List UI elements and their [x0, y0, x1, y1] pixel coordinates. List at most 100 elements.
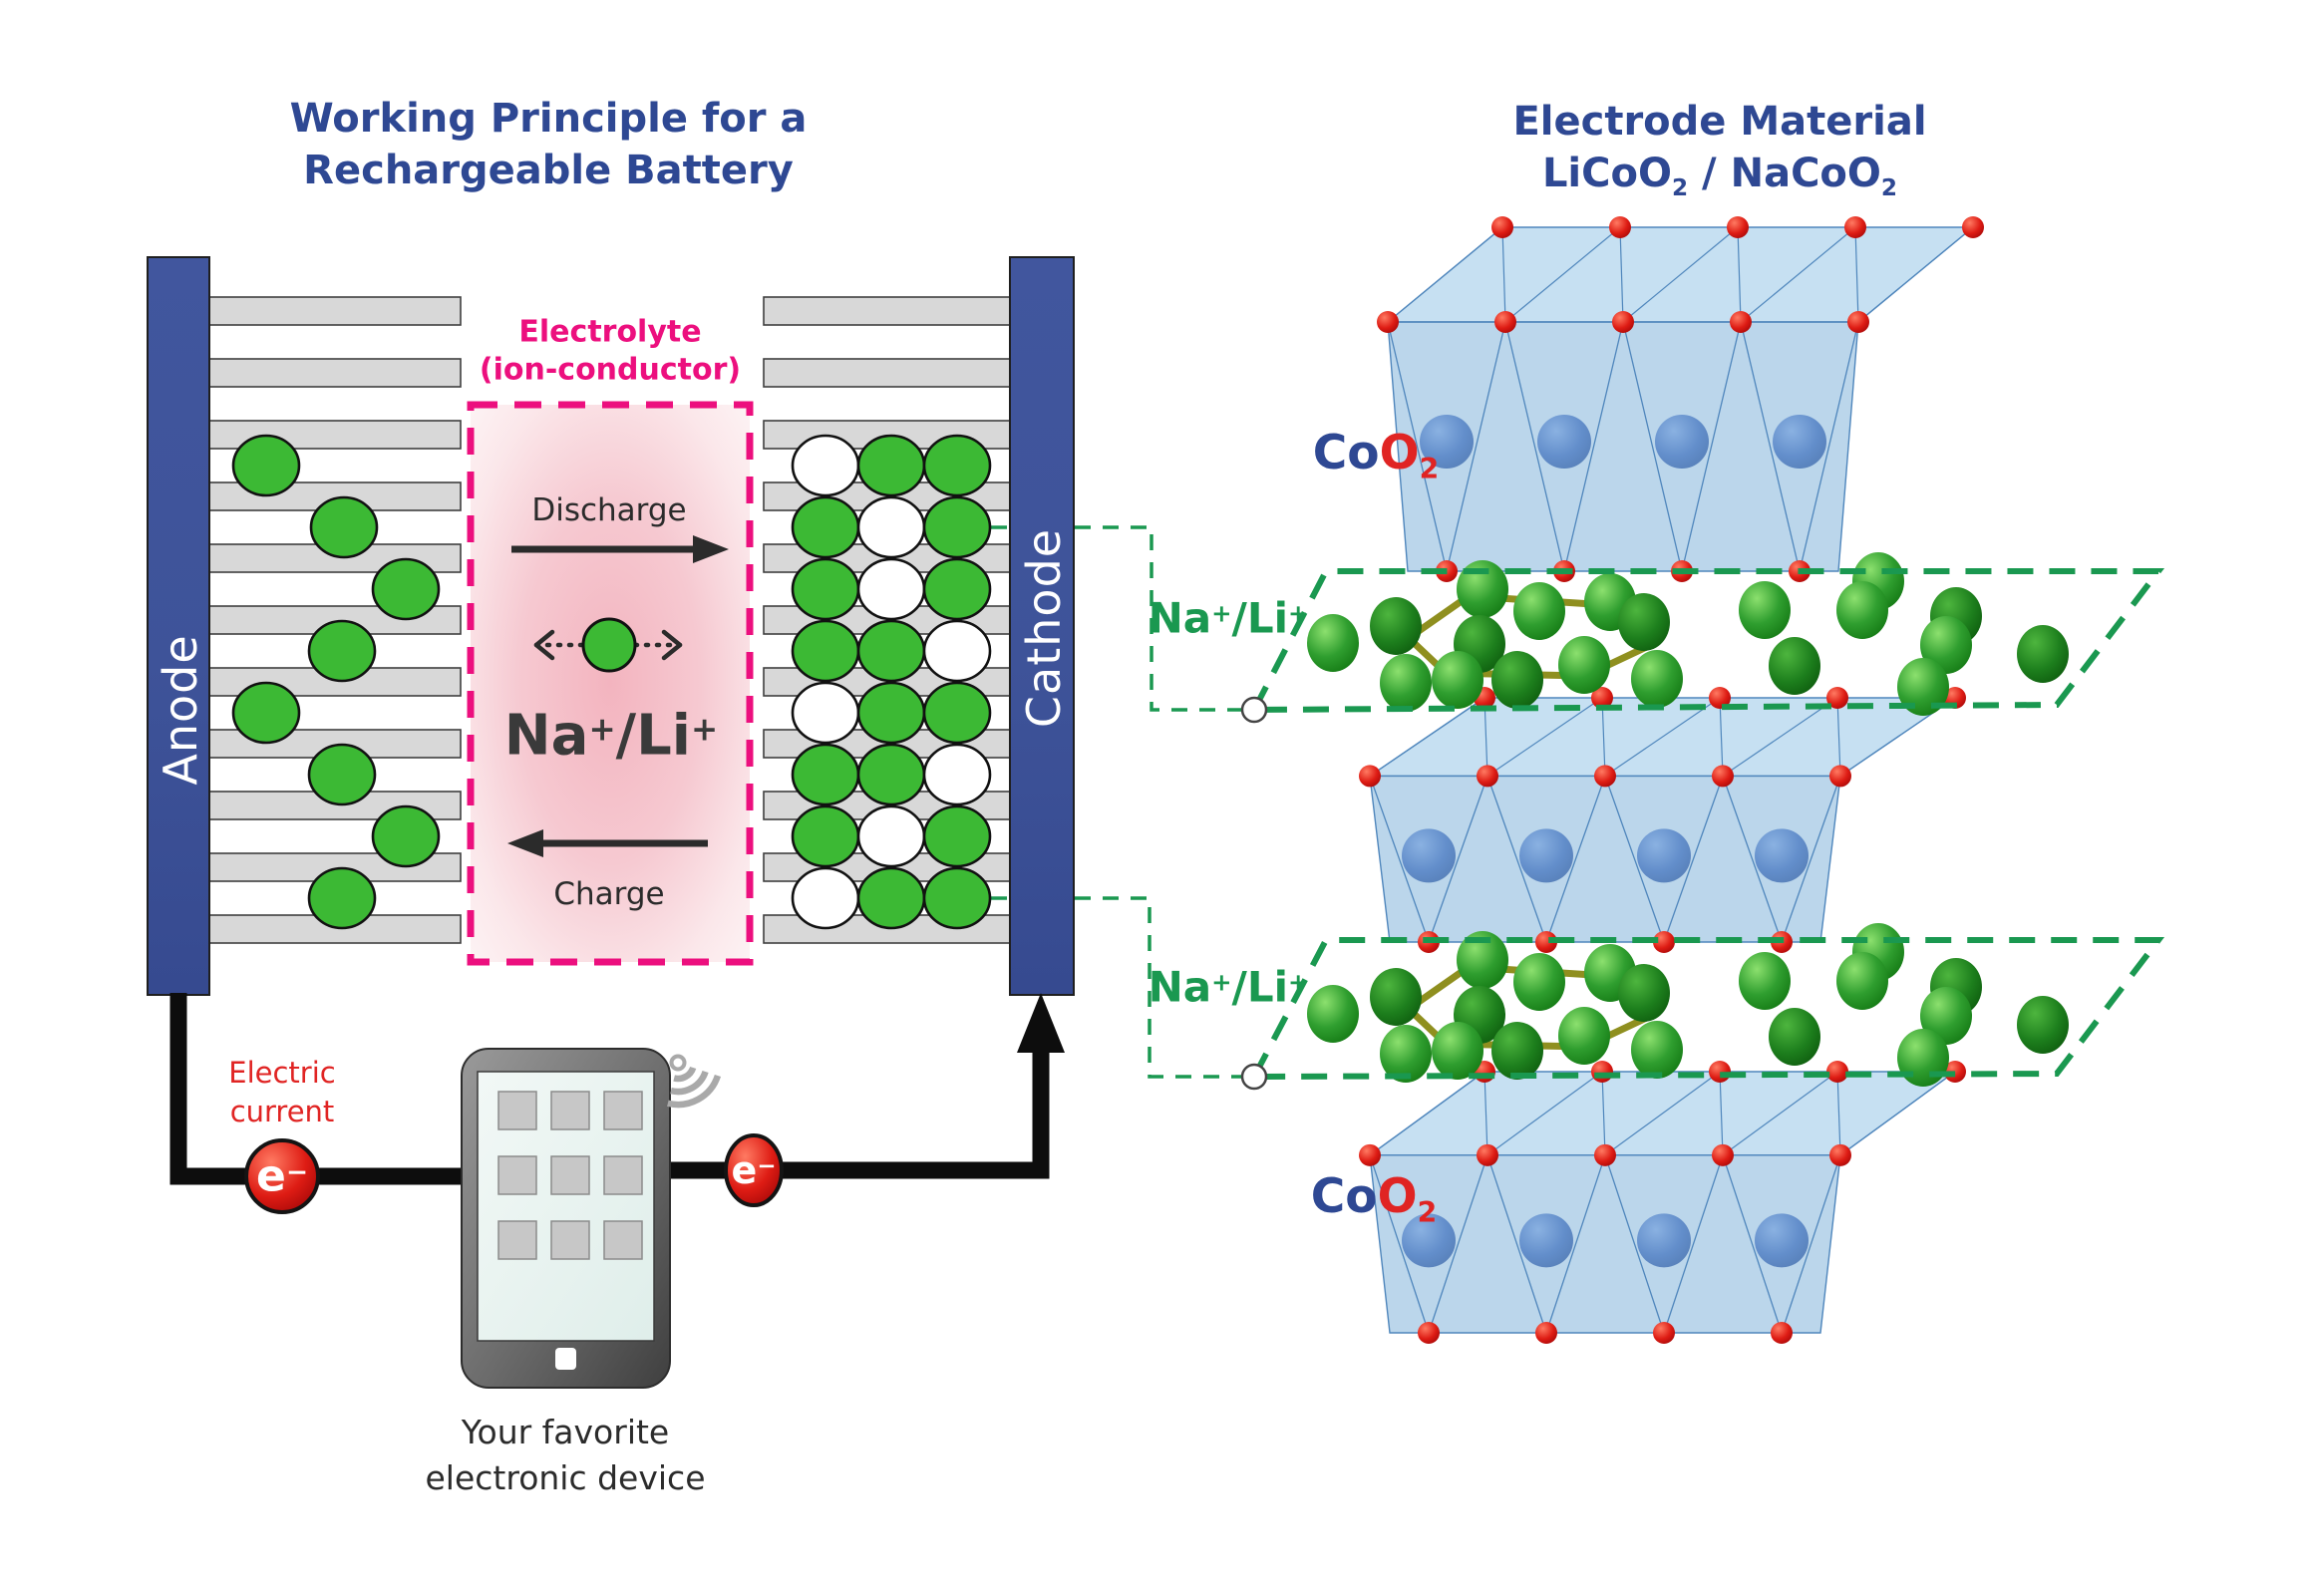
- anode-ion: [371, 557, 441, 621]
- mobile-ion: [581, 617, 637, 673]
- coo2-o: O: [1377, 1169, 1418, 1224]
- anode-ion: [371, 804, 441, 868]
- right-title-formula: LiCoO2 / NaCoO2: [1512, 148, 1926, 203]
- oxygen-atom: [1609, 216, 1631, 238]
- anode-ion: [307, 866, 377, 930]
- connector-node: [1240, 696, 1268, 724]
- oxygen-atom: [1535, 1322, 1557, 1344]
- oxygen-atom: [1653, 931, 1675, 953]
- octahedron-edge: [1839, 1071, 1956, 1156]
- discharge-arrowhead: [693, 535, 729, 563]
- octahedron-edge: [1854, 226, 1859, 323]
- oxygen-atom: [1730, 311, 1752, 333]
- na-li-ion-sphere: [1513, 582, 1565, 640]
- cathode-ion-filled: [856, 619, 926, 683]
- na-li-ion-sphere: [1897, 1029, 1949, 1087]
- cathode-ion-filled: [791, 557, 860, 621]
- na-li-ion-sphere: [1380, 654, 1432, 712]
- nali-na: Na: [1148, 593, 1212, 643]
- octahedron-edge: [1681, 321, 1742, 572]
- oxygen-atom: [1771, 1322, 1793, 1344]
- coo2-sub: 2: [1417, 1196, 1438, 1229]
- na-li-ion-sphere: [1920, 616, 1972, 674]
- oxygen-atom: [1712, 765, 1734, 788]
- oxygen-atom: [1418, 1322, 1440, 1344]
- app-icon: [497, 1091, 537, 1130]
- nali-slash: /: [1231, 593, 1247, 643]
- cathode-ion-filled: [922, 557, 992, 621]
- wifi-arc: [673, 1066, 697, 1083]
- cathode-ion-filled: [922, 434, 992, 497]
- octahedron-edge: [1719, 1071, 1724, 1155]
- layer-outline-dashed: [1249, 937, 2165, 1081]
- oxygen-atom: [1377, 311, 1399, 333]
- na-li-ion-sphere: [1739, 581, 1791, 639]
- anode-host-bar: [208, 358, 462, 388]
- octahedron-edge: [1722, 1154, 1783, 1334]
- na-li-ion-sphere: [1513, 953, 1565, 1011]
- formula-sub2: 2: [1880, 173, 1898, 201]
- na-li-ion-sphere: [1491, 1022, 1543, 1080]
- na-li-ion-sphere: [1769, 637, 1820, 695]
- octahedron-edge: [1781, 1154, 1841, 1334]
- octahedron-edge: [1737, 226, 1742, 323]
- nali-slash: /: [1231, 962, 1247, 1012]
- device-caption-line1: Your favorite: [461, 1412, 670, 1451]
- cathode-ion-vacancy: [856, 804, 926, 868]
- octahedron-edge: [1428, 776, 1488, 943]
- slab-front-face: [1369, 1154, 1841, 1334]
- cathode-ion-filled: [791, 619, 860, 683]
- ion-na-plus: +: [588, 710, 616, 749]
- octahedron-edge: [1545, 1154, 1606, 1334]
- oxygen-atom: [1829, 1143, 1851, 1166]
- octahedron-edge: [1387, 321, 1448, 572]
- na-li-ion-sphere: [1432, 1022, 1483, 1080]
- na-li-ion-sphere: [1920, 987, 1972, 1045]
- electron-symbol-left: e−: [256, 1151, 308, 1202]
- current-line2: current: [229, 1095, 335, 1128]
- octahedron-edge: [1781, 776, 1841, 943]
- electrolyte-title: Electrolyte: [518, 314, 702, 350]
- na-li-ion-sphere: [1618, 593, 1670, 651]
- app-icon: [497, 1220, 537, 1260]
- oxygen-atom: [1826, 687, 1848, 709]
- nali-na-plus: +: [1211, 598, 1232, 628]
- coo2-slab: [1377, 216, 1984, 582]
- octahedron-edge: [1504, 226, 1621, 323]
- oxygen-atom: [1494, 311, 1516, 333]
- left-chevron-arrowhead: [533, 629, 555, 661]
- device-caption: Your favorite electronic device: [426, 1410, 706, 1501]
- octahedron-edge: [1799, 321, 1859, 572]
- cathode-ion-filled: [791, 495, 860, 559]
- current-line1: Electric: [228, 1055, 336, 1090]
- na-li-ion-sphere: [1836, 581, 1888, 639]
- anode-ion: [231, 434, 301, 497]
- octahedron-edge: [1369, 697, 1485, 777]
- oxygen-atom: [1594, 765, 1616, 788]
- oxygen-atom: [1612, 311, 1634, 333]
- home-button: [555, 1348, 576, 1370]
- octahedron-edge: [1369, 1071, 1485, 1156]
- electron-marker: [724, 1133, 784, 1207]
- octahedron-edge: [1663, 776, 1724, 943]
- na-li-ion-sphere: [1631, 1021, 1683, 1079]
- anode-host-bar: [208, 852, 462, 882]
- oxygen-atom: [1709, 1061, 1731, 1083]
- slab-front-face: [1369, 775, 1841, 943]
- octahedron-edge: [1622, 226, 1739, 323]
- nali-li: Li: [1246, 962, 1289, 1012]
- octahedron-edge: [1504, 321, 1565, 572]
- electric-current-label: Electric current: [228, 1054, 335, 1131]
- oxygen-atom: [1826, 1061, 1848, 1083]
- octahedron-edge: [1857, 226, 1974, 323]
- nali-label-bottom: Na+/Li+: [1149, 963, 1309, 1012]
- oxygen-atom: [1709, 687, 1731, 709]
- wifi-arc: [667, 1074, 722, 1109]
- charge-label: Charge: [553, 876, 665, 912]
- current-arrowhead: [1017, 993, 1065, 1053]
- octahedron-edge: [1483, 1071, 1488, 1155]
- app-icon: [550, 1220, 590, 1260]
- nali-li: Li: [1246, 593, 1289, 643]
- cathode-label: Cathode: [1017, 527, 1071, 729]
